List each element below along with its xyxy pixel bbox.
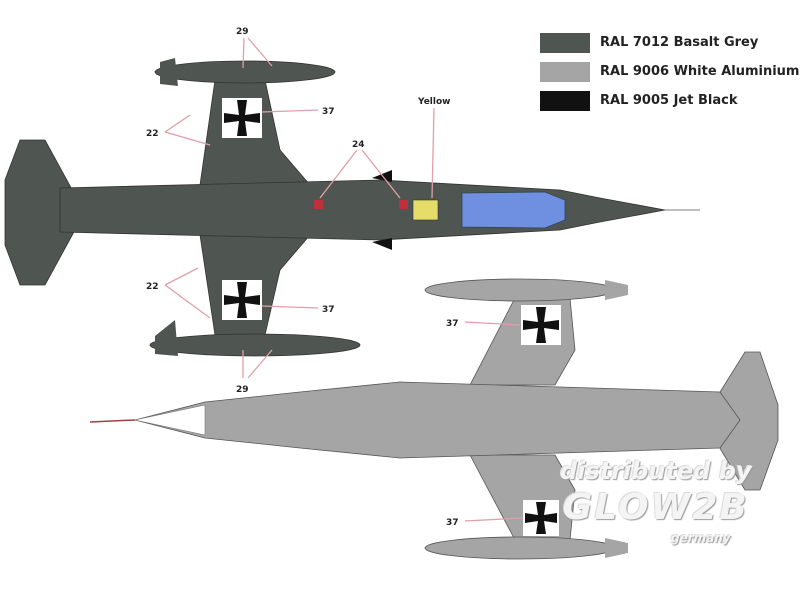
legend-item: RAL 7012 Basalt Grey — [540, 28, 799, 57]
legend-item: RAL 9006 White Aluminium — [540, 57, 799, 86]
aircraft-top-view — [4, 58, 700, 357]
tank-fin — [160, 58, 178, 86]
callout-yellow: Yellow — [417, 97, 450, 107]
legend-label: RAL 7012 Basalt Grey — [600, 35, 759, 50]
callout-37-mid: 37 — [322, 305, 335, 315]
pitot-probe — [89, 419, 136, 423]
distributor-watermark: distributed by GLOW2B germany — [560, 456, 752, 546]
iron-cross-insignia — [222, 280, 262, 320]
watermark-line3: germany — [670, 531, 731, 545]
color-swatch — [540, 90, 590, 111]
nose-cone — [134, 404, 206, 436]
red-marking — [314, 200, 323, 209]
watermark-logo: GLOW2B — [562, 487, 749, 528]
color-legend: RAL 7012 Basalt Grey RAL 9006 White Alum… — [540, 28, 799, 115]
tail-plane — [4, 139, 76, 286]
aircraft-bottom-view — [89, 278, 779, 560]
red-marking — [399, 200, 408, 209]
tank-fin — [155, 320, 178, 356]
callout-37-lower-bottom: 37 — [446, 518, 459, 528]
iron-cross-insignia — [521, 305, 561, 345]
callout-37-top: 37 — [322, 107, 335, 117]
callout-22-top: 22 — [146, 129, 159, 139]
iron-cross-insignia — [222, 98, 262, 138]
color-swatch — [540, 61, 590, 82]
callout-lines — [164, 37, 523, 522]
callout-29-bottom: 29 — [236, 385, 249, 395]
callout-37-lower-top: 37 — [446, 319, 459, 329]
tank-fin — [605, 538, 628, 558]
black-intake — [372, 238, 392, 250]
watermark-line1: distributed by — [560, 457, 752, 485]
legend-label: RAL 9006 White Aluminium — [600, 64, 800, 79]
fuselage — [134, 381, 741, 459]
yellow-panel — [412, 199, 439, 221]
tip-tank — [149, 333, 361, 357]
callout-24: 24 — [352, 140, 365, 150]
legend-item: RAL 9005 Jet Black — [540, 86, 799, 115]
tip-tank — [154, 60, 336, 84]
callout-29-top: 29 — [236, 27, 249, 37]
tank-fin — [605, 280, 628, 300]
tip-tank — [424, 278, 616, 302]
fuselage — [59, 179, 666, 241]
callout-22-bottom: 22 — [146, 282, 159, 292]
color-swatch — [540, 32, 590, 53]
legend-label: RAL 9005 Jet Black — [600, 93, 738, 108]
iron-cross-insignia — [523, 500, 559, 536]
canopy — [461, 191, 566, 229]
